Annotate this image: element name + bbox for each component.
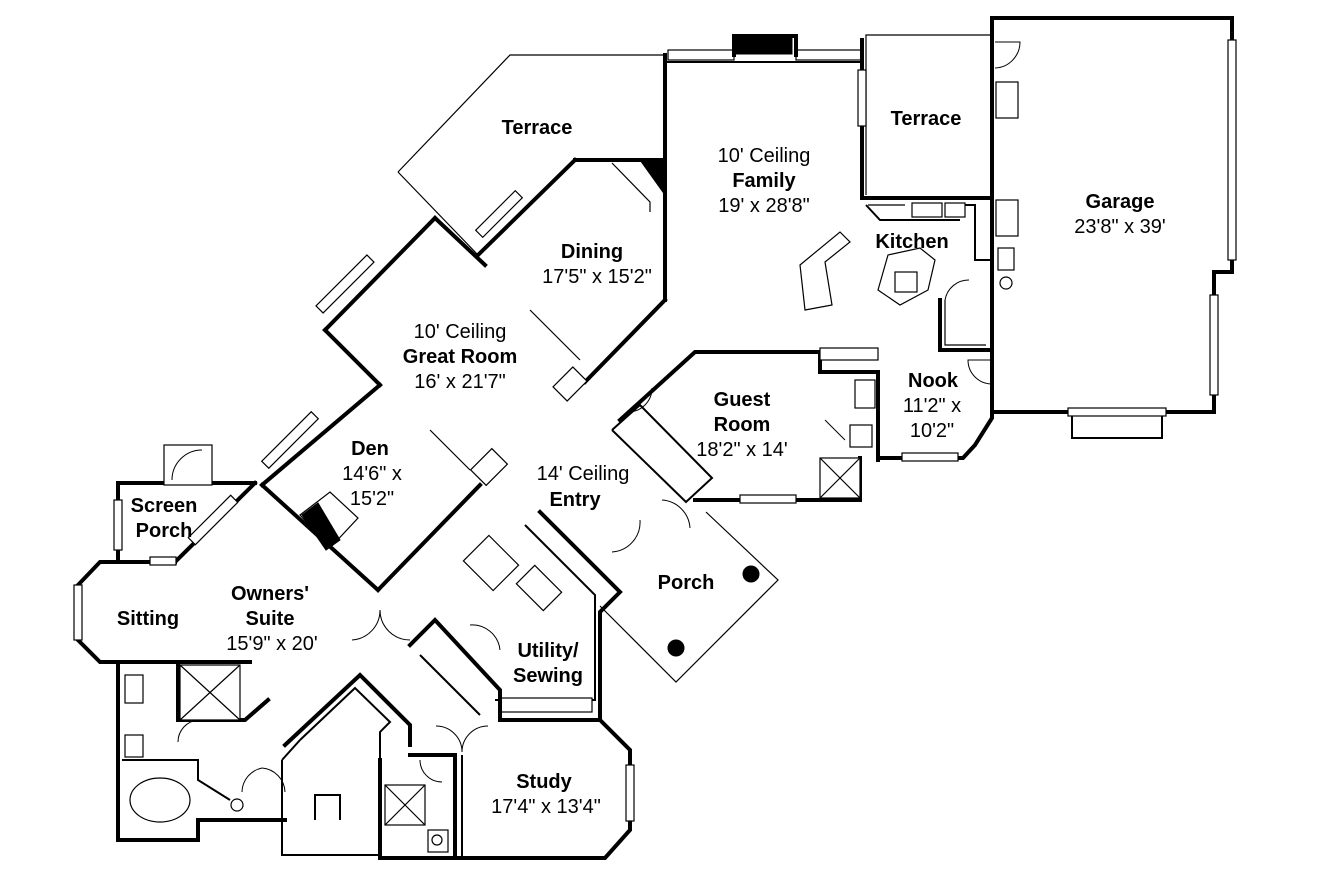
owners-suite-label-line1: Owners' — [231, 583, 309, 605]
owners-suite-label-line2: Suite — [246, 608, 295, 630]
great-room-walls — [259, 215, 581, 488]
dining-label: Dining — [561, 241, 623, 263]
utility-label-line1: Utility/ — [517, 640, 579, 662]
guest-room-label-line2: Room — [714, 414, 771, 436]
den-size-line2: 15'2" — [350, 488, 394, 510]
terrace-left-outline — [397, 54, 666, 256]
terrace-right-outline — [865, 34, 992, 195]
kitchen-label: Kitchen — [875, 231, 948, 253]
screen-porch-label-line1: Screen — [131, 495, 198, 517]
walk-in-closet — [241, 672, 412, 856]
great-room-ceiling-label: 10' Ceiling — [414, 321, 507, 343]
study-label: Study — [516, 771, 572, 793]
nook-size-line1: 11'2" x — [903, 395, 961, 417]
utility-walls — [407, 509, 623, 722]
terrace-left-label: Terrace — [502, 117, 573, 139]
guest-room-size-label: 18'2" x 14' — [696, 439, 787, 461]
utility-label-line2: Sewing — [513, 665, 583, 687]
master-bath-walls — [116, 660, 287, 842]
family-label: Family — [732, 170, 796, 192]
den-size-line1: 14'6" x — [342, 463, 402, 485]
screen-porch-walls — [113, 444, 257, 564]
entry-label: Entry — [549, 489, 601, 511]
den-label: Den — [351, 438, 389, 460]
study-walls — [435, 718, 635, 860]
guest-room-walls — [611, 347, 880, 504]
dining-size-label: 17'5" x 15'2" — [542, 266, 652, 288]
great-room-label: Great Room — [403, 346, 517, 368]
entry-ceiling-label: 14' Ceiling — [537, 463, 630, 485]
nook-label: Nook — [908, 370, 959, 392]
porch-label: Porch — [658, 572, 715, 594]
central-bath — [378, 753, 457, 860]
screen-porch-label-line2: Porch — [136, 520, 193, 542]
dining-walls — [474, 157, 668, 402]
garage-walls — [990, 16, 1237, 439]
terrace-right-label: Terrace — [891, 108, 962, 130]
family-kitchen-walls — [663, 34, 994, 462]
porch-outline — [599, 499, 779, 683]
den-walls — [259, 482, 483, 593]
nook-size-line2: 10'2" — [910, 420, 954, 442]
sitting-label: Sitting — [117, 608, 179, 630]
great-room-size-label: 16' x 21'7" — [414, 371, 505, 393]
garage-label: Garage — [1086, 191, 1155, 213]
guest-room-label-line1: Guest — [714, 389, 771, 411]
family-size-label: 19' x 28'8" — [718, 195, 809, 217]
family-ceiling-label: 10' Ceiling — [718, 145, 811, 167]
garage-size-label: 23'8" x 39' — [1074, 216, 1165, 238]
owners-suite-size-label: 15'9" x 20' — [226, 633, 317, 655]
owners-suite-walls — [73, 480, 411, 664]
study-size-label: 17'4" x 13'4" — [491, 796, 601, 818]
